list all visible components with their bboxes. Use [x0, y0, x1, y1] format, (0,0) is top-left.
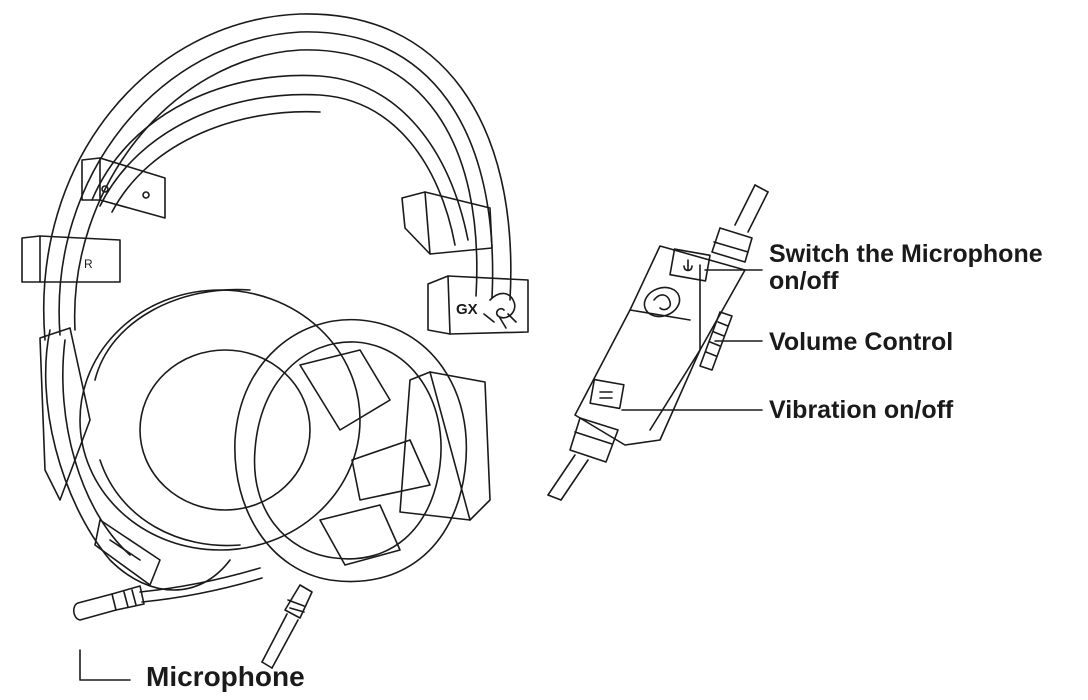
headband — [43, 13, 512, 341]
microphone-boom — [72, 567, 263, 621]
volume-wheel[interactable] — [699, 311, 733, 371]
gx-logo-block — [427, 275, 529, 335]
left-ear-cup — [39, 327, 231, 591]
inline-remote — [547, 184, 769, 501]
callout-switch-microphone: Switch the Microphone on/off — [769, 242, 1043, 294]
callout-switch-microphone-line2: on/off — [769, 267, 839, 295]
r-side-block — [21, 235, 121, 283]
left-slider — [81, 157, 166, 219]
callout-switch-microphone-line1: Switch the Microphone — [769, 240, 1043, 268]
right-ear-cup — [234, 318, 491, 583]
vibration-button[interactable] — [589, 378, 625, 410]
right-slider — [401, 191, 493, 255]
ear-cushion — [79, 288, 361, 551]
leader-microphone — [79, 649, 131, 681]
leader-lines — [79, 269, 763, 681]
side-marker-r: R — [84, 257, 93, 271]
gx-logo-text: GX — [456, 301, 478, 318]
main-cable — [261, 584, 313, 669]
callout-vibration: Vibration on/off — [769, 396, 954, 424]
callout-volume-control: Volume Control — [769, 328, 954, 356]
callout-microphone: Microphone — [146, 661, 305, 692]
mic-switch-button[interactable] — [669, 248, 711, 282]
